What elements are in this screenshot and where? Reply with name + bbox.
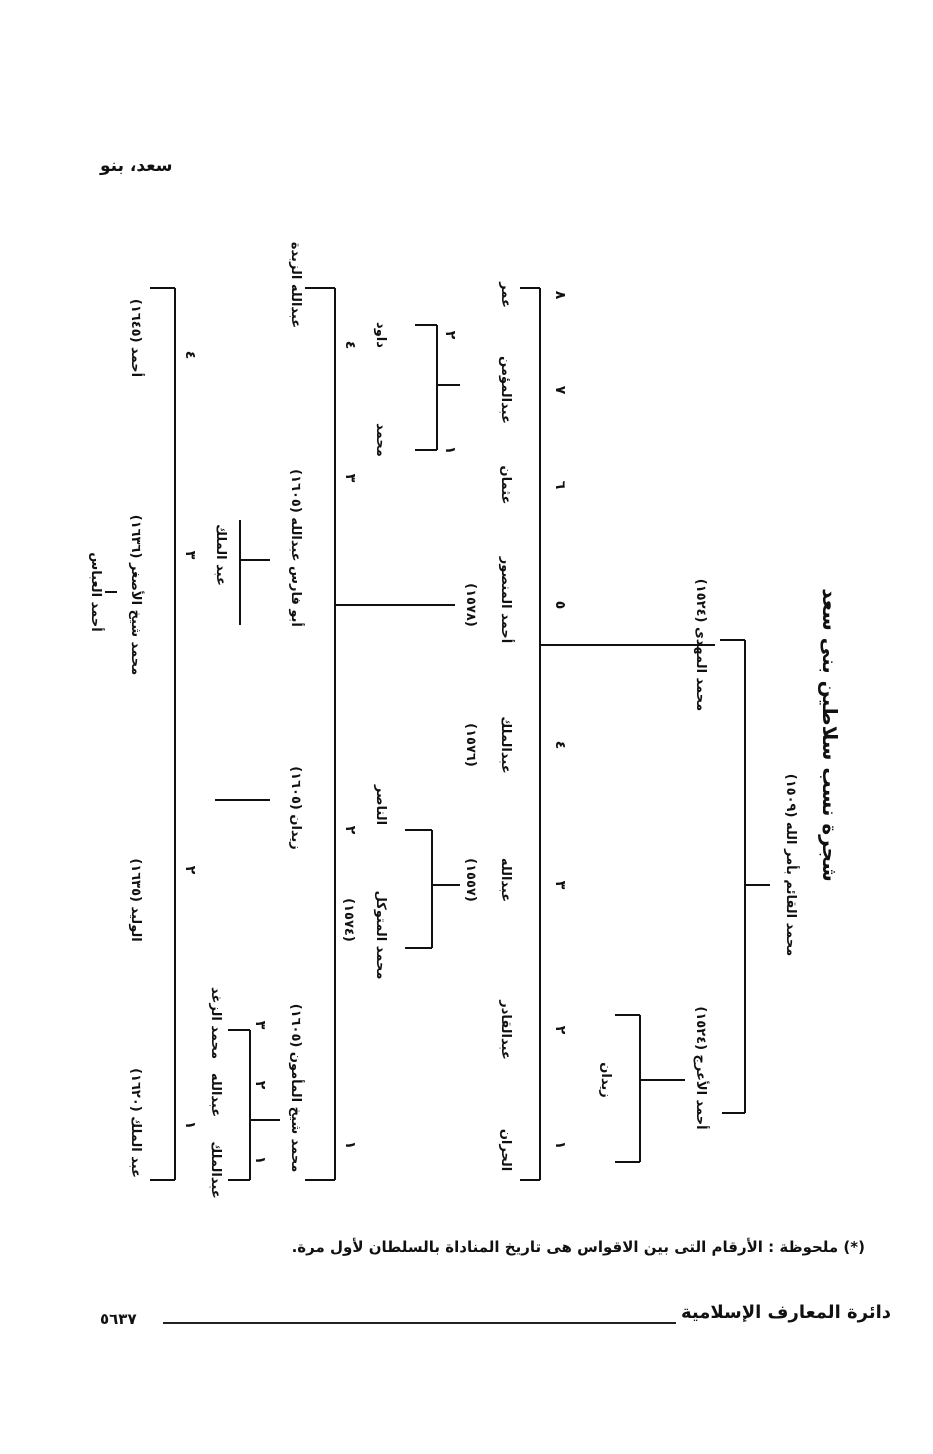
connector-line [305, 287, 335, 289]
order-number: ٣ [252, 1020, 268, 1030]
connector-line [305, 1179, 335, 1181]
order-number: ٤ [182, 350, 198, 360]
connector-line [228, 1029, 250, 1031]
connector-line [334, 288, 336, 1180]
order-number: ٨ [552, 290, 568, 300]
connector-line [640, 1079, 685, 1081]
connector-line [539, 288, 541, 1180]
running-header: سعد، بنو [100, 156, 173, 176]
order-number: ٢ [552, 1025, 568, 1035]
node-araj-child: زيدان [598, 1062, 613, 1098]
connector-line [228, 1179, 250, 1181]
order-number: ١ [442, 445, 458, 455]
connector-line [615, 1014, 640, 1016]
connector-line [432, 884, 460, 886]
node-child: محمد المتوكل [373, 890, 388, 980]
connector-line [615, 1161, 640, 1163]
order-number: ١ [182, 1120, 198, 1130]
order-number: ٤ [552, 740, 568, 750]
connector-line [540, 644, 715, 646]
connector-line [437, 384, 460, 386]
tree-title: شجرة نسب سلاطين بنى سعد [818, 588, 842, 882]
genealogy-tree: شجرة نسب سلاطين بنى سعد محمد القائم بأمر… [88, 230, 850, 1200]
node-child: عبدالله [208, 1072, 223, 1118]
node-child: محمد الزغد [208, 987, 223, 1059]
connector-line [150, 287, 175, 289]
node-gen4: عبدالله الزبدة [288, 241, 303, 329]
order-number: ١ [252, 1155, 268, 1165]
node-child: الناصر [373, 784, 388, 826]
node-gen4: زيدان (١٦٠٥) [288, 766, 303, 850]
order-number: ١ [342, 1140, 358, 1150]
connector-line [720, 639, 745, 641]
connector-line [249, 1030, 251, 1180]
node-gen3: عثمان [498, 465, 513, 505]
node-child: عبد الملك [213, 524, 228, 586]
node-gen5: عبد الملك (١٦٢٠) [128, 1068, 143, 1178]
connector-line [150, 1179, 175, 1181]
page-number: ٥٦٣٧ [100, 1310, 137, 1328]
node-gen4: محمد شيخ المأمون (١٦٠٥) [288, 1003, 303, 1173]
connector-line [520, 1179, 540, 1181]
order-number: ٢ [182, 865, 198, 875]
node-gen3: الحران [498, 1128, 513, 1172]
connector-line [436, 325, 438, 450]
node-araj: أحمد الأعرج (١٥٢٤) [693, 1006, 708, 1130]
node-child: أحمد العباس [88, 552, 103, 632]
root-node: محمد القائم بأمر الله (١٥٠٩) [783, 773, 798, 957]
order-number: ٢ [442, 330, 458, 340]
connector-line [335, 604, 455, 606]
node-mahdi: محمد المهدى (١٥٢٤) [693, 578, 708, 712]
node-gen3: عمر [498, 282, 513, 308]
footnote: (*) ملحوظة : الأرقام التى بين الاقواس هى… [291, 1238, 865, 1256]
order-number: ٣ [552, 880, 568, 890]
connector-line [745, 884, 770, 886]
node-gen3: عبدالله [498, 857, 513, 903]
connector-line [520, 287, 540, 289]
accession-date: (١٥٧٦) [463, 723, 478, 767]
node-gen5: محمد شيخ الأصغر (١٦٣٦) [128, 514, 143, 676]
node-gen3: عبدالمؤمن [498, 356, 513, 424]
node-gen5: أحمد (١٦٤٥) [128, 298, 143, 378]
connector-line [239, 520, 241, 625]
node-gen4: أبو فارس عبدالله (١٦٠٥) [288, 469, 303, 627]
order-number: ٣ [342, 473, 358, 483]
accession-date: (١٥٥٧) [463, 858, 478, 902]
connector-line [405, 829, 432, 831]
order-number: ٥ [552, 600, 568, 610]
node-gen5: الوليد (١٦٣٥) [128, 858, 143, 942]
connector-line [722, 1112, 745, 1114]
node-child: داود [373, 322, 388, 348]
order-number: ٦ [552, 480, 568, 490]
connector-line [431, 830, 433, 948]
connector-line [174, 288, 176, 1180]
order-number: ٢ [252, 1080, 268, 1090]
node-gen3: عبدالملك [498, 716, 513, 774]
footer-rule [163, 1322, 676, 1324]
order-number: ١ [552, 1140, 568, 1150]
node-child: عبدالملك [208, 1141, 223, 1199]
connector-line [240, 559, 270, 561]
node-gen3: عبدالقادر [498, 1000, 513, 1060]
connector-line [639, 1015, 641, 1162]
connector-line [105, 591, 117, 593]
connector-line [415, 449, 437, 451]
order-number: ٤ [342, 340, 358, 350]
order-number: ٧ [552, 385, 568, 395]
order-number: ٢ [342, 825, 358, 835]
connector-line [415, 324, 437, 326]
accession-date: (١٥٧٨) [463, 583, 478, 627]
node-child: محمد [373, 423, 388, 457]
node-gen3: أحمد المنصور [498, 556, 513, 644]
order-number: ٣ [182, 550, 198, 560]
footer-title: دائرة المعارف الإسلامية [680, 1302, 891, 1323]
connector-line [744, 640, 746, 1113]
connector-line [405, 947, 432, 949]
connector-line [215, 799, 270, 801]
accession-date: (١٥٧٤) [341, 898, 356, 942]
connector-line [250, 1119, 280, 1121]
